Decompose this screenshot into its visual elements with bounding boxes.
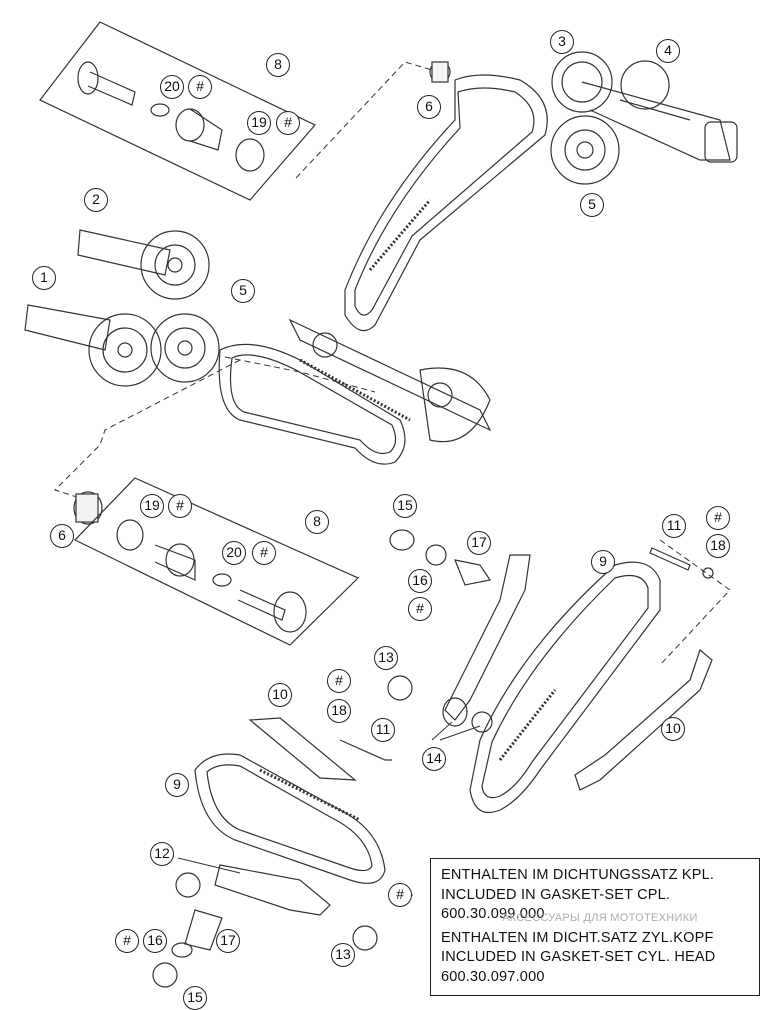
callout-17-bottom: 17 bbox=[216, 929, 240, 953]
legend-line-6: 600.30.097.000 bbox=[441, 968, 545, 985]
callout-16-upper: 16 bbox=[408, 569, 432, 593]
callout-18-right: 18 bbox=[706, 534, 730, 558]
tensioner-lower bbox=[152, 864, 378, 988]
tensioner-parts-upper bbox=[389, 529, 491, 586]
callout-20-mid: 20 bbox=[222, 541, 246, 565]
callout-hash-top-20: # bbox=[188, 75, 212, 99]
callout-6-bottom: 6 bbox=[50, 524, 74, 548]
callout-20-top: 20 bbox=[160, 75, 184, 99]
callout-4: 4 bbox=[656, 39, 680, 63]
callout-2: 2 bbox=[84, 188, 108, 212]
callout-hash-16-upper: # bbox=[408, 597, 432, 621]
callout-14: 14 bbox=[422, 747, 446, 771]
callout-13-upper: 13 bbox=[374, 646, 398, 670]
callout-13-bottom: 13 bbox=[331, 943, 355, 967]
callout-3: 3 bbox=[550, 30, 574, 54]
callout-hash-left: # bbox=[327, 669, 351, 693]
callout-8-mid: 8 bbox=[305, 510, 329, 534]
callout-hash-bottom: # bbox=[115, 929, 139, 953]
guide-rail-right bbox=[574, 547, 714, 791]
callout-5-top: 5 bbox=[580, 193, 604, 217]
callout-1: 1 bbox=[32, 266, 56, 290]
timing-chain-upper bbox=[344, 74, 548, 332]
callout-hash-top-19: # bbox=[276, 111, 300, 135]
timing-chain-left bbox=[194, 717, 392, 884]
crankshaft-assembly bbox=[218, 318, 492, 465]
callout-19-top: 19 bbox=[247, 111, 271, 135]
callout-16-bottom: 16 bbox=[143, 929, 167, 953]
camshafts-left bbox=[24, 229, 220, 387]
camshafts-upper-right bbox=[429, 51, 738, 185]
callout-hash-right: # bbox=[706, 506, 730, 530]
legend-line-2: INCLUDED IN GASKET-SET CPL. bbox=[441, 886, 671, 903]
leader-lines bbox=[54, 61, 731, 666]
callout-hash-mid-19: # bbox=[168, 494, 192, 518]
callout-12: 12 bbox=[150, 842, 174, 866]
callout-8-top: 8 bbox=[266, 53, 290, 77]
callout-18-left: 18 bbox=[327, 699, 351, 723]
valve-parts-mid bbox=[73, 477, 360, 646]
callout-hash-legend: # bbox=[388, 883, 412, 907]
callout-6-top: 6 bbox=[417, 95, 441, 119]
valve-parts-top bbox=[39, 21, 316, 201]
callout-11-left: 11 bbox=[371, 718, 395, 742]
legend-line-3: 600.30.099.000 bbox=[441, 906, 545, 922]
callout-hash-mid-20: # bbox=[252, 541, 276, 565]
chain-guide-right bbox=[387, 554, 531, 733]
callout-17-upper: 17 bbox=[467, 531, 491, 555]
legend-line-5: INCLUDED IN GASKET-SET CYL. HEAD bbox=[441, 949, 716, 965]
timing-chain-right bbox=[469, 561, 661, 814]
callout-15-bottom: 15 bbox=[183, 986, 207, 1010]
callout-9-right: 9 bbox=[591, 550, 615, 574]
callout-19-mid: 19 bbox=[140, 494, 164, 518]
callout-15-upper: 15 bbox=[393, 494, 417, 518]
legend-line-4: ENTHALTEN IM DICHT.SATZ ZYL.KOPF bbox=[441, 929, 714, 946]
legend-line-1: ENTHALTEN IM DICHTUNGSSATZ KPL. bbox=[441, 867, 715, 883]
watermark-text: АКСЕССУАРЫ ДЛЯ МОТОТЕХНИКИ bbox=[502, 912, 698, 924]
callout-10-left: 10 bbox=[268, 683, 292, 707]
callout-9-left: 9 bbox=[165, 773, 189, 797]
callout-5-mid: 5 bbox=[231, 279, 255, 303]
callout-11-right: 11 bbox=[662, 514, 686, 538]
gasket-set-legend: ENTHALTEN IM DICHTUNGSSATZ KPL. INCLUDED… bbox=[430, 858, 760, 996]
needle-bearing-lower bbox=[73, 491, 103, 525]
callout-10-right: 10 bbox=[661, 717, 685, 741]
